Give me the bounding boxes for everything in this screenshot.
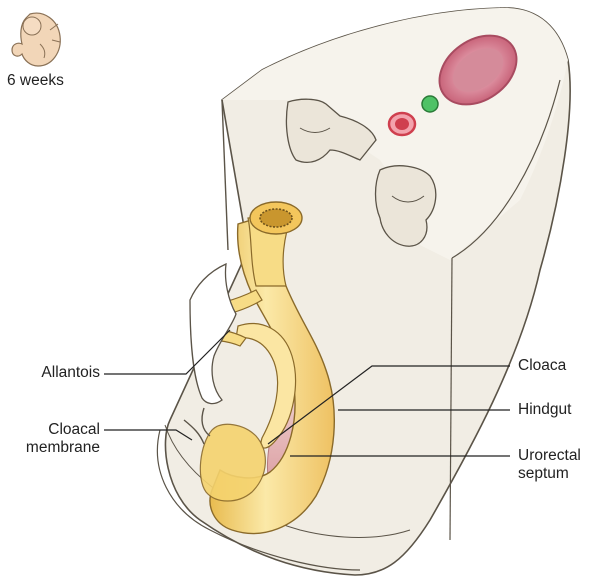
hindgut-label: Hindgut [518,401,571,419]
urorectal-septum-label: Urorectal septum [518,447,581,483]
cloacal-membrane-label: Cloacal membrane [4,421,100,457]
cloaca-label: Cloaca [518,357,566,375]
stage-label: 6 weeks [7,72,64,90]
embryo-icon [12,13,60,66]
green-vessel [422,96,438,112]
allantois-label: Allantois [22,364,100,382]
